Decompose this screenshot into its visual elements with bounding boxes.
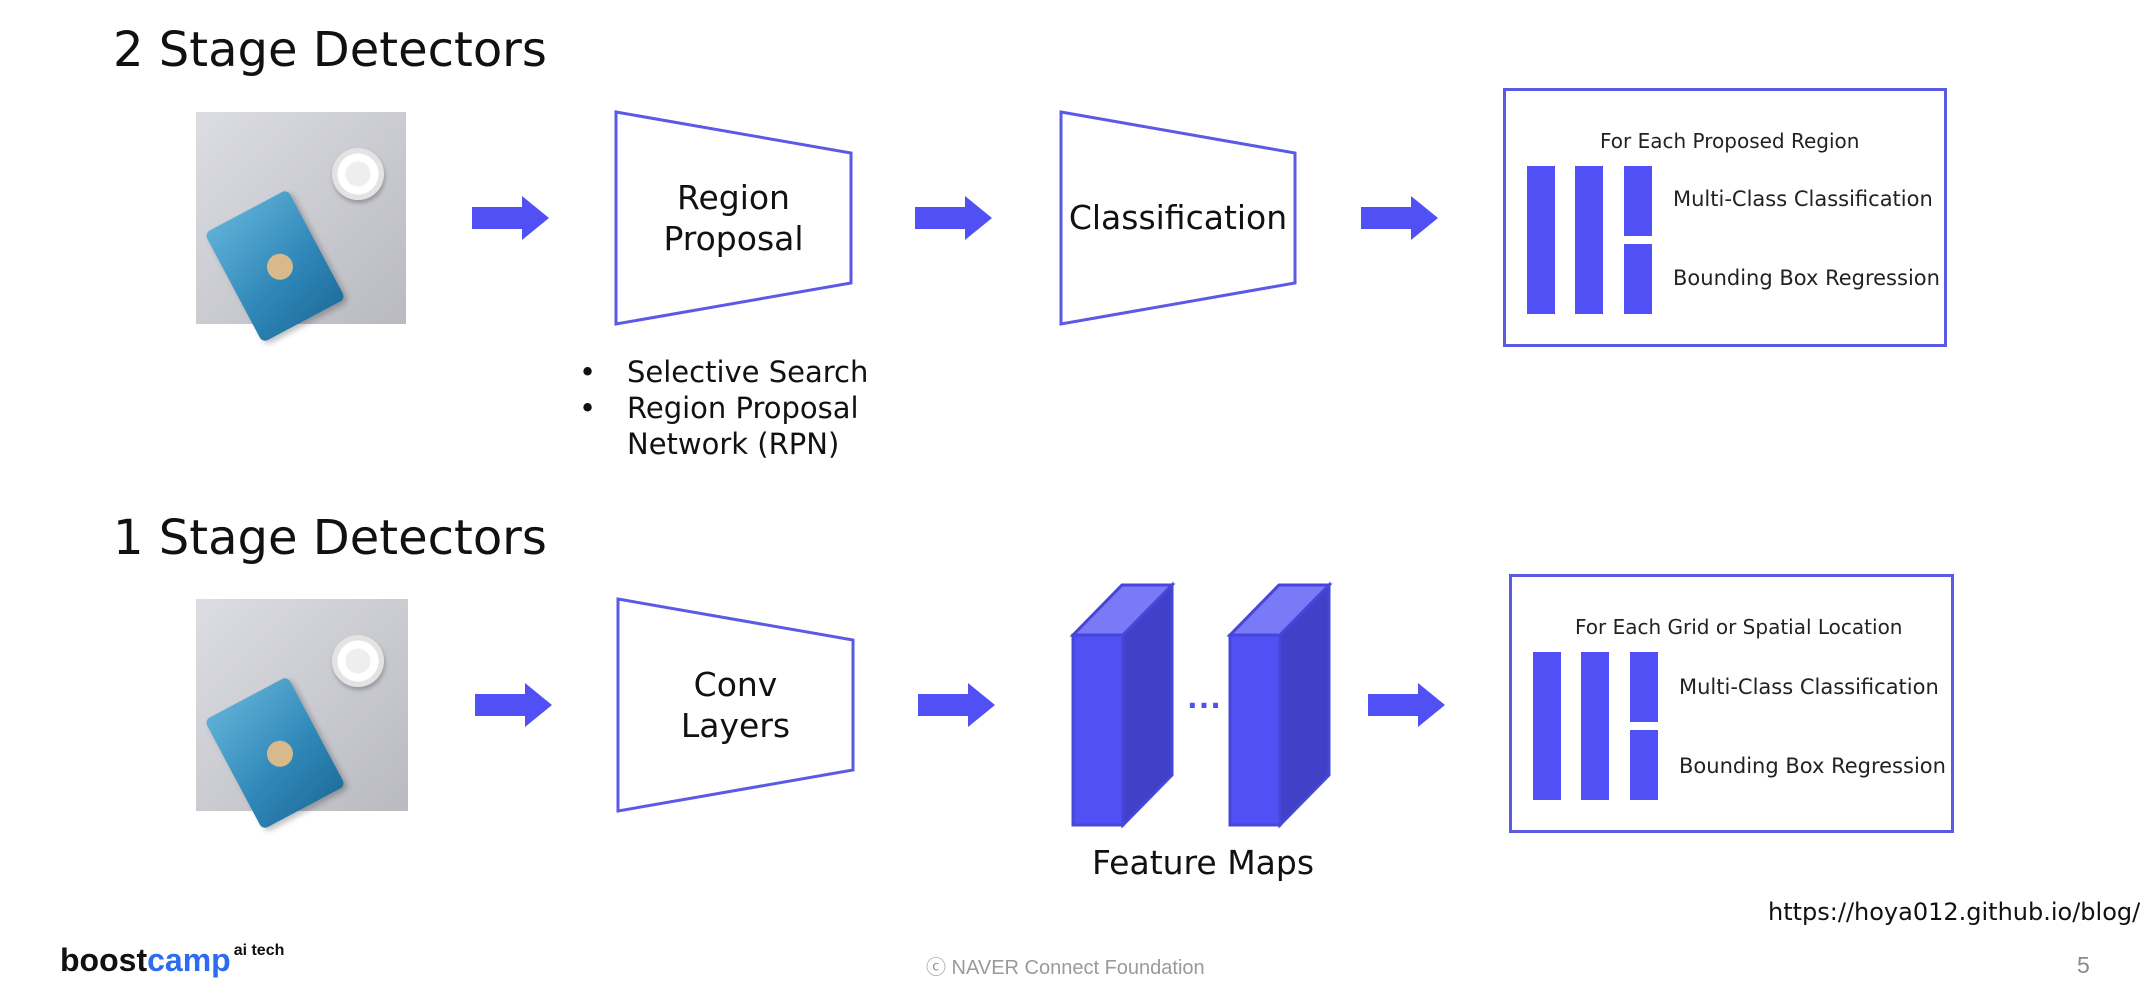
output-bar [1575,166,1603,314]
feature-map-1 [1069,581,1176,829]
logo-text-camp: camp [147,942,231,978]
logo-text-boost: boost [60,942,148,978]
region-proposal-methods-list: Selective Search Region Proposal Network… [579,354,868,462]
feature-map-2 [1226,581,1333,829]
two-stage-output-box: For Each Proposed Region Multi-Class Cla… [1503,88,1947,347]
classification-bar [1630,652,1658,722]
output-bar [1527,166,1555,314]
region-proposal-block [614,110,853,326]
right-arrow-icon [475,683,552,727]
feature-maps-caption: Feature Maps [1092,843,1315,882]
bbox-regression-label: Bounding Box Regression [1673,266,1940,290]
conv-layers-block [616,597,855,813]
regression-bar [1624,244,1652,314]
one-stage-output-box: For Each Grid or Spatial Location Multi-… [1509,574,1954,833]
right-arrow-icon [1368,683,1445,727]
cup-lid-shape [332,635,384,687]
region-proposal-label: Region Proposal [663,178,804,258]
classification-bar [1624,166,1652,236]
output-box-title: For Each Proposed Region [1600,129,1860,153]
ellipsis-icon: ... [1187,682,1222,715]
bbox-regression-label: Bounding Box Regression [1679,754,1946,778]
output-bar [1581,652,1609,800]
input-image-two-stage [196,112,406,343]
output-bar [1533,652,1561,800]
conv-layers-label: Conv Layers [680,665,791,745]
page-number: 5 [2077,952,2090,978]
multi-class-label: Multi-Class Classification [1673,187,1933,211]
cup-lid-shape [332,148,384,200]
bullet-item: Region Proposal Network (RPN) [579,390,868,462]
bullet-text: Selective Search [627,355,869,389]
classification-block [1059,110,1297,326]
classification-label: Classification [1068,198,1288,237]
input-image-one-stage [196,599,408,830]
multi-class-label: Multi-Class Classification [1679,675,1939,699]
right-arrow-icon [472,196,549,240]
copyright-text: ⓒ NAVER Connect Foundation [926,957,1205,979]
one-stage-title: 1 Stage Detectors [113,510,547,566]
regression-bar [1630,730,1658,800]
two-stage-title: 2 Stage Detectors [113,22,547,78]
source-url: https://hoya012.github.io/blog/ [1768,898,2140,926]
right-arrow-icon [1361,196,1438,240]
right-arrow-icon [918,683,995,727]
bullet-text: Region Proposal Network (RPN) [627,391,859,461]
logo-text-aitech: ai tech [233,942,285,960]
bullet-item: Selective Search [579,354,868,390]
output-box-title: For Each Grid or Spatial Location [1575,615,1903,639]
right-arrow-icon [915,196,992,240]
